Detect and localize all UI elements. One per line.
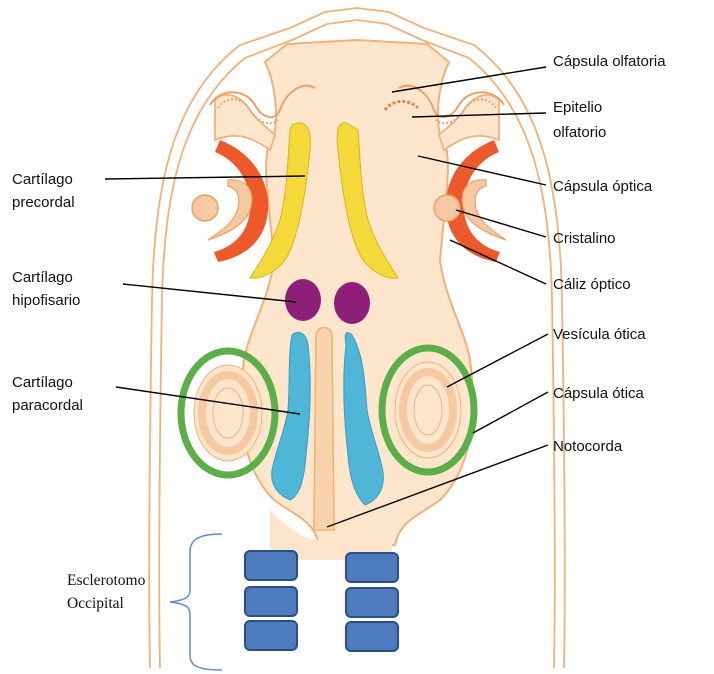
label-capsula-optica: Cápsula óptica — [553, 178, 653, 195]
leader-caliz-optico — [450, 240, 546, 284]
hypophyseal-cartilage-right — [334, 282, 370, 324]
lens-left — [192, 195, 218, 221]
label-capsula-olfatoria: Cápsula olfatoria — [553, 53, 666, 70]
sclerotome-block — [346, 622, 398, 651]
lens-right — [434, 195, 460, 221]
hypophyseal-cartilage-left — [285, 279, 321, 321]
label-cartilago-paracordal-line2: paracordal — [12, 397, 83, 414]
label-esclerotomo-line1: Esclerotomo — [67, 572, 146, 589]
notochord — [314, 328, 334, 531]
label-epitelio-olfatorio-line1: Epitelio — [553, 99, 602, 116]
label-notocorda: Notocorda — [553, 438, 623, 455]
sclerotome-block — [245, 621, 297, 650]
label-cartilago-precordal-line1: Cartílago — [12, 171, 73, 188]
label-cartilago-precordal-line2: precordal — [12, 194, 75, 211]
label-cristalino: Cristalino — [553, 230, 616, 247]
label-cartilago-hipofisario-line1: Cartílago — [12, 269, 73, 286]
label-epitelio-olfatorio-line2: olfatorio — [553, 124, 606, 141]
label-cartilago-paracordal-line1: Cartílago — [12, 374, 73, 391]
label-capsula-otica: Cápsula ótica — [553, 385, 645, 402]
label-cartilago-hipofisario-line2: hipofisario — [12, 292, 80, 309]
label-caliz-optico: Cáliz óptico — [553, 276, 631, 293]
sclerotome-blocks — [245, 551, 398, 651]
sclerotome-block — [245, 587, 297, 616]
sclerotome-block — [346, 553, 398, 582]
sclerotome-block — [346, 588, 398, 617]
label-vesicula-otica: Vesícula ótica — [553, 326, 646, 343]
label-esclerotomo-line2: Occipital — [67, 595, 124, 612]
sclerotome-bracket — [170, 534, 222, 670]
sclerotome-block — [245, 551, 297, 580]
leader-capsula-otica — [473, 392, 548, 433]
